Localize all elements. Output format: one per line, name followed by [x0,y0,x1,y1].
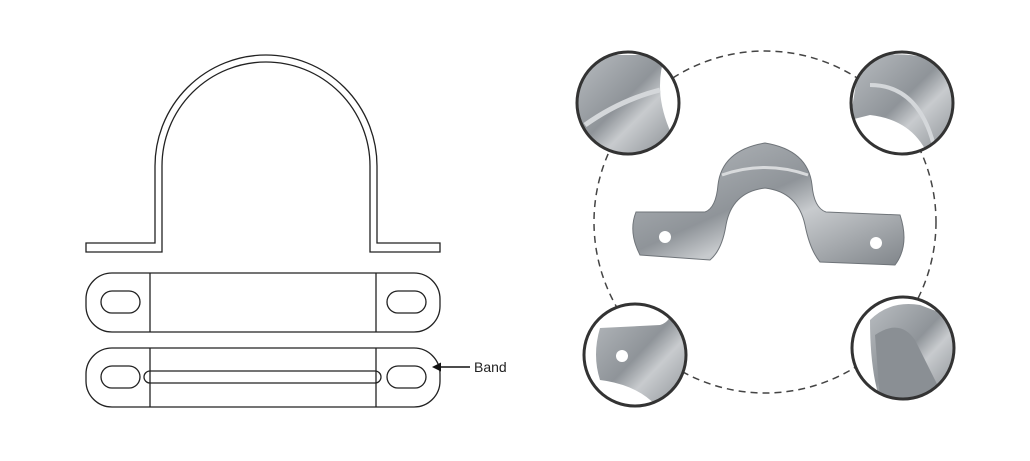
band-groove [143,370,382,384]
clamp-band-view [85,347,441,408]
band-callout: Band [432,359,507,375]
band-label: Band [474,359,507,375]
detail-circle-bottom-left [582,302,688,408]
clamp-photo-detail [575,50,956,408]
clamp-photo [632,142,905,266]
clamp-top-view [85,272,441,333]
detail-circle-top-right [849,50,955,156]
mounting-slot-right [386,290,427,314]
clamp-side-profile [85,54,441,253]
dashed-ring [593,50,937,394]
detail-circle-top-left [575,50,681,156]
mounting-slot-left [100,290,141,314]
detail-circle-bottom-right [850,295,956,401]
